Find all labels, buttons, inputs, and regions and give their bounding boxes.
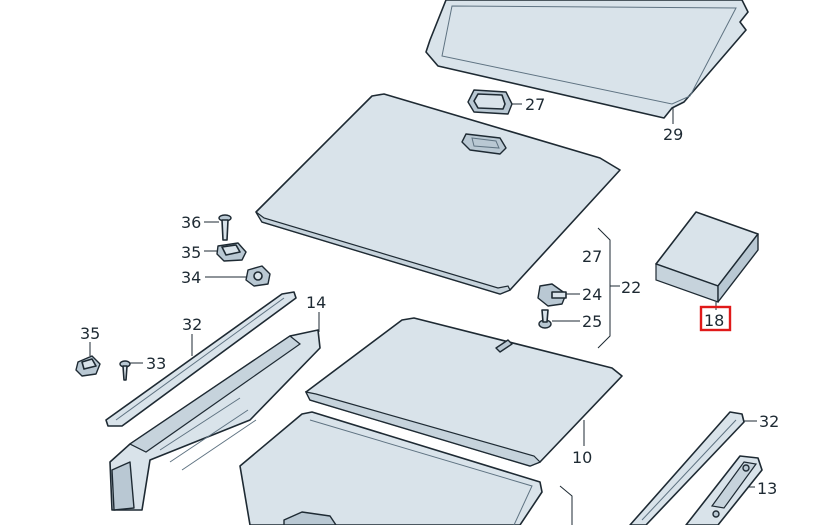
part-24-bracket[interactable] bbox=[537, 283, 567, 307]
callout-29[interactable]: 29 bbox=[663, 125, 683, 144]
part-33-screw[interactable] bbox=[119, 360, 131, 381]
callout-13[interactable]: 13 bbox=[757, 479, 777, 498]
part-27-handle[interactable] bbox=[467, 89, 513, 115]
callout-14[interactable]: 14 bbox=[306, 293, 326, 312]
callout-34[interactable]: 34 bbox=[181, 268, 201, 287]
callout-32-right[interactable]: 32 bbox=[759, 412, 779, 431]
callout-24[interactable]: 24 bbox=[582, 285, 602, 304]
callout-25[interactable]: 25 bbox=[582, 312, 602, 331]
highlight-box-18 bbox=[699, 305, 732, 332]
lower-bracket bbox=[559, 485, 573, 525]
part-36-screw[interactable] bbox=[218, 214, 232, 241]
group-bracket-22 bbox=[597, 227, 611, 349]
callout-36[interactable]: 36 bbox=[181, 213, 201, 232]
part-18-foam-block[interactable] bbox=[655, 211, 759, 303]
part-34-nut[interactable] bbox=[245, 265, 271, 287]
part-32-rail-right[interactable] bbox=[629, 411, 745, 525]
part-32-rail-left[interactable] bbox=[105, 291, 297, 427]
callout-27-top[interactable]: 27 bbox=[525, 95, 545, 114]
callout-10[interactable]: 10 bbox=[572, 448, 592, 467]
part-25-screw[interactable] bbox=[538, 309, 552, 329]
callout-22[interactable]: 22 bbox=[621, 278, 641, 297]
part-10-floor-board[interactable] bbox=[304, 317, 623, 467]
callout-35-b[interactable]: 35 bbox=[80, 324, 100, 343]
part-lower-partial[interactable] bbox=[283, 511, 337, 525]
part-29-floor-mat[interactable] bbox=[425, 0, 749, 119]
part-13-side-member[interactable] bbox=[685, 455, 763, 525]
callout-32-left[interactable]: 32 bbox=[182, 315, 202, 334]
part-14-side-trim[interactable] bbox=[109, 329, 321, 511]
callout-35-a[interactable]: 35 bbox=[181, 243, 201, 262]
part-35-clip-b[interactable] bbox=[75, 355, 101, 377]
callout-27-group[interactable]: 27 bbox=[582, 247, 602, 266]
part-lower-floor-board[interactable] bbox=[239, 411, 543, 525]
callout-18[interactable]: 18 bbox=[704, 311, 724, 330]
callout-33[interactable]: 33 bbox=[146, 354, 166, 373]
part-cargo-floor-panel[interactable] bbox=[255, 93, 621, 295]
part-35-clip-a[interactable] bbox=[216, 242, 247, 262]
